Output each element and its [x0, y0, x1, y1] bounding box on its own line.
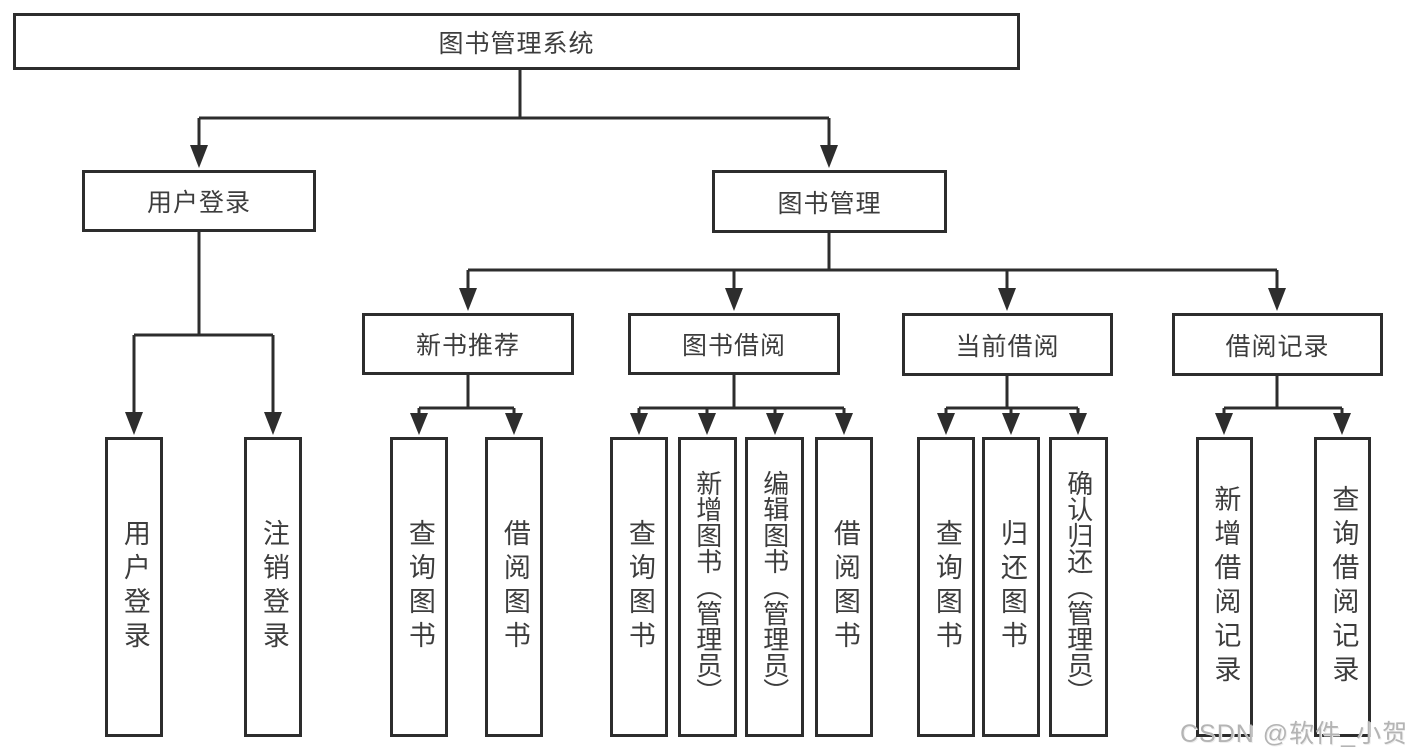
- connector-book-borrow-to-leaves: [637, 375, 846, 414]
- arrow-icon: [505, 413, 523, 435]
- leaf-add-borrow-record-label: 新增借阅记录: [1210, 485, 1241, 689]
- arrow-icon: [725, 288, 743, 311]
- leaf-add-book-admin-label: 新增图书（管理员）: [692, 470, 723, 704]
- leaf-query-books-borrow: 查询图书: [610, 437, 668, 737]
- node-book-management-label: 图书管理: [777, 189, 882, 218]
- node-new-book-recommend-label: 新书推荐: [415, 332, 520, 360]
- leaf-logout-label: 注销登录: [258, 519, 289, 655]
- node-library-management-system-label: 图书管理系统: [438, 29, 595, 58]
- arrow-icon: [820, 145, 838, 168]
- leaf-borrow-books-recommend: 借阅图书: [485, 437, 543, 737]
- node-book-borrow: 图书借阅: [628, 313, 840, 375]
- connector-borrow-record-to-leaves: [1222, 375, 1344, 414]
- arrow-icon: [125, 412, 143, 435]
- leaf-add-borrow-record: 新增借阅记录: [1196, 437, 1253, 737]
- leaf-return-books-label: 归还图书: [996, 519, 1027, 655]
- arrow-icon: [1002, 413, 1020, 435]
- arrow-icon: [937, 413, 955, 435]
- node-current-borrow-label: 当前借阅: [955, 332, 1060, 361]
- node-book-borrow-label: 图书借阅: [681, 332, 786, 360]
- node-new-book-recommend: 新书推荐: [362, 313, 574, 375]
- connector-new-book-to-leaves: [417, 375, 516, 414]
- leaf-return-books: 归还图书: [982, 437, 1040, 737]
- csdn-watermark: CSDN @软件_小贺同学: [1180, 720, 1405, 747]
- arrow-icon: [264, 412, 282, 435]
- connector-user-login-to-leaves: [132, 232, 275, 413]
- leaf-borrow-books-recommend-label: 借阅图书: [499, 519, 530, 655]
- arrow-icon: [459, 288, 477, 311]
- node-borrow-record-label: 借阅记录: [1225, 332, 1330, 361]
- arrow-icon: [835, 413, 853, 435]
- leaf-query-borrow-record: 查询借阅记录: [1314, 437, 1371, 737]
- arrow-icon: [766, 413, 784, 435]
- arrow-icon: [1069, 413, 1087, 435]
- node-borrow-record: 借阅记录: [1172, 313, 1383, 376]
- leaf-logout: 注销登录: [244, 437, 302, 737]
- arrow-icon: [190, 145, 208, 168]
- leaf-query-books-recommend: 查询图书: [390, 437, 448, 737]
- arrow-icon: [1268, 288, 1286, 311]
- node-library-management-system: 图书管理系统: [13, 13, 1020, 70]
- arrow-icon: [1333, 413, 1351, 435]
- leaf-query-books-borrow-label: 查询图书: [624, 519, 655, 655]
- node-user-login: 用户登录: [82, 170, 316, 232]
- leaf-query-books-recommend-label: 查询图书: [404, 519, 435, 655]
- leaf-user-login-label: 用户登录: [119, 519, 150, 655]
- arrow-icon: [998, 288, 1016, 311]
- leaf-borrow-books: 借阅图书: [815, 437, 873, 737]
- connector-root-to-level2: [197, 70, 831, 147]
- leaf-user-login: 用户登录: [105, 437, 163, 737]
- leaf-borrow-books-label: 借阅图书: [829, 519, 860, 655]
- leaf-edit-book-admin: 编辑图书（管理员）: [745, 437, 804, 737]
- leaf-add-book-admin: 新增图书（管理员）: [678, 437, 737, 737]
- arrow-icon: [630, 413, 648, 435]
- leaf-confirm-return-admin-label: 确认归还（管理员）: [1063, 470, 1094, 704]
- node-current-borrow: 当前借阅: [902, 313, 1113, 376]
- connector-current-borrow-to-leaves: [944, 375, 1080, 414]
- connector-book-mgmt-to-level3: [466, 233, 1279, 289]
- leaf-query-borrow-record-label: 查询借阅记录: [1328, 485, 1359, 689]
- leaf-query-books-current-label: 查询图书: [931, 519, 962, 655]
- node-user-login-label: 用户登录: [146, 189, 251, 217]
- arrow-icon: [698, 413, 716, 435]
- arrow-icon: [410, 413, 428, 435]
- leaf-confirm-return-admin: 确认归还（管理员）: [1049, 437, 1108, 737]
- node-book-management: 图书管理: [712, 170, 947, 233]
- leaf-edit-book-admin-label: 编辑图书（管理员）: [759, 470, 790, 704]
- arrow-icon: [1215, 413, 1233, 435]
- leaf-query-books-current: 查询图书: [917, 437, 975, 737]
